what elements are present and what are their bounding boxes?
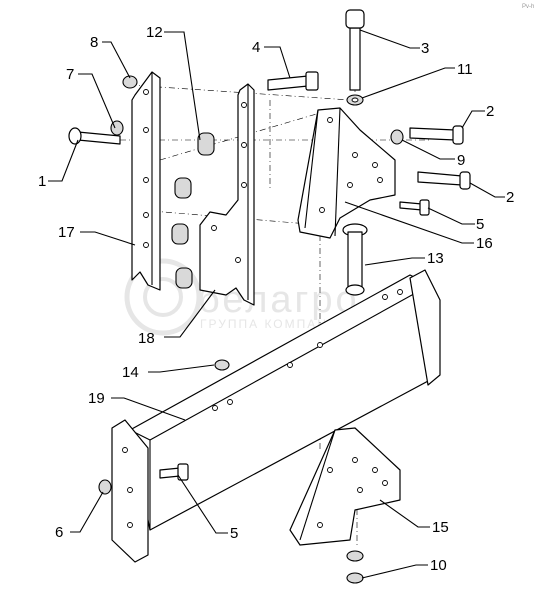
part-11-washer — [346, 94, 364, 106]
part-16-bracket — [297, 107, 396, 239]
callout-15: 15 — [432, 519, 449, 536]
part-2-bolt-lower — [417, 171, 471, 190]
part-2-bolt-upper — [409, 125, 464, 145]
part-13-pin — [342, 223, 368, 296]
callout-3: 3 — [421, 40, 429, 57]
callout-5-upper: 5 — [476, 216, 484, 233]
callout-11: 11 — [457, 61, 473, 78]
part-6-nut — [98, 479, 112, 495]
callout-14: 14 — [122, 364, 139, 381]
part-1-bolt — [68, 127, 121, 145]
corner-mark: Pv-h — [522, 4, 534, 10]
callout-6: 6 — [55, 524, 63, 541]
callout-5-lower: 5 — [230, 525, 238, 542]
part-8-nut — [122, 75, 138, 89]
callout-16: 16 — [476, 235, 493, 252]
part-3-long-bolt — [345, 9, 365, 91]
callout-2-upper: 2 — [486, 103, 494, 120]
callout-17: 17 — [58, 224, 75, 241]
part-5-bolt-upper — [399, 199, 430, 216]
callout-8: 8 — [90, 34, 98, 51]
callout-1: 1 — [38, 173, 46, 190]
watermark-subtitle: ГРУППА КОМПАНИЙ — [200, 316, 349, 331]
leader-lines — [48, 29, 505, 579]
part-14-plug — [214, 359, 230, 371]
callout-19: 19 — [88, 390, 105, 407]
part-17-side-plate — [131, 71, 161, 291]
part-4-bolt — [267, 71, 319, 91]
part-18-side-plate — [199, 83, 255, 306]
callout-4: 4 — [252, 39, 260, 56]
part-5-bolt-lower — [159, 463, 189, 481]
part-9-washer — [390, 129, 404, 145]
callout-2-lower: 2 — [506, 189, 514, 206]
callout-18: 18 — [138, 330, 155, 347]
watermark: белагро ГРУППА КОМПАНИЙ — [124, 258, 357, 336]
callout-9: 9 — [457, 152, 465, 169]
callout-7: 7 — [66, 66, 74, 83]
part-10-nuts — [346, 550, 364, 584]
part-15-lower-bracket — [289, 427, 401, 546]
part-12-bushings — [171, 132, 215, 289]
callout-12: 12 — [146, 24, 163, 41]
part-19-main-beam — [111, 269, 441, 563]
callout-13: 13 — [427, 250, 444, 267]
callout-10: 10 — [430, 557, 447, 574]
callout-labels: 8 12 4 3 7 11 2 9 1 2 5 17 16 13 18 14 1… — [38, 24, 514, 574]
